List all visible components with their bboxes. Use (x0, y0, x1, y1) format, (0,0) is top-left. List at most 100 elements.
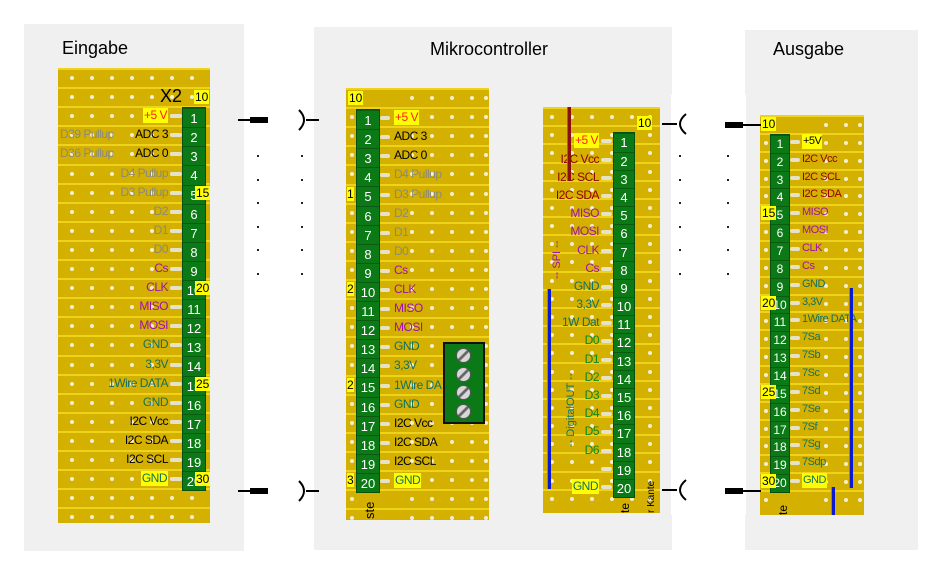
pin-lead (380, 173, 390, 178)
copper-strip (760, 222, 864, 241)
pin-number: 3 (183, 146, 205, 165)
solder-hole (70, 477, 74, 482)
strip-edge (543, 197, 660, 200)
solder-hole (550, 187, 554, 192)
solder-hole (110, 362, 114, 367)
row-marker: 15 (761, 206, 777, 221)
solder-hole (90, 381, 94, 386)
solder-hole (844, 176, 848, 181)
pin-lead (790, 443, 800, 448)
pin-number: 14 (771, 367, 789, 385)
copper-strip (543, 488, 660, 508)
solder-hole (484, 229, 488, 234)
solder-hole (858, 390, 862, 395)
row-marker: 1 (347, 186, 354, 201)
pin-number: 11 (183, 299, 205, 318)
solder-hole (350, 229, 354, 234)
pin-label: D0 (584, 333, 600, 348)
solder-hole (824, 265, 828, 270)
pullup-label: D39 Pullup (60, 127, 114, 142)
solder-hole (410, 191, 414, 196)
strip-edge (543, 143, 660, 146)
solder-hole (430, 344, 434, 349)
solder-hole (858, 283, 862, 288)
solder-hole (450, 115, 454, 120)
spi-group-label: -- SPI -- (551, 240, 563, 280)
pin-label: I2C Vcc (394, 415, 433, 430)
solder-hole (610, 424, 614, 429)
solder-hole (130, 419, 134, 424)
pin-lead (170, 267, 182, 271)
pin-label: Cs (802, 259, 815, 272)
solder-hole (110, 228, 114, 233)
pin-label: 7Sf (802, 420, 818, 433)
pin-label: D5 (584, 424, 600, 439)
solder-hole (648, 187, 652, 192)
strip-edge (760, 418, 864, 421)
solder-hole (550, 133, 554, 138)
solder-hole (130, 190, 134, 195)
solder-hole (610, 478, 614, 483)
solder-hole (350, 344, 354, 349)
solder-hole (70, 515, 74, 520)
pin-label: D2 (584, 369, 600, 384)
solder-hole (858, 265, 862, 270)
solder-hole (410, 134, 414, 139)
pin-label: D4 (584, 406, 600, 421)
guide-dot (257, 249, 259, 251)
solder-hole (430, 458, 434, 463)
strip-edge (346, 259, 489, 262)
solder-hole (470, 229, 474, 234)
pin-number: 3 (614, 169, 634, 188)
strip-edge (760, 275, 864, 278)
pin-number: 7 (614, 242, 634, 261)
pin-lead (601, 212, 612, 217)
solder-hole (648, 315, 652, 319)
copper-strip (760, 490, 864, 509)
solder-hole (190, 515, 194, 520)
pin-label: ADC 3 (394, 129, 427, 144)
strip-edge (346, 240, 489, 243)
solder-hole (570, 387, 574, 392)
solder-hole (470, 287, 474, 291)
guide-dot (727, 202, 729, 204)
solder-hole (470, 458, 474, 463)
solder-hole (350, 458, 354, 463)
row-marker: 25 (195, 376, 210, 391)
pin-lead (380, 211, 390, 216)
strip-edge (58, 354, 210, 357)
solder-hole (470, 248, 474, 253)
socket-connector-top-mcu-out (662, 113, 687, 135)
pin-number: 14 (614, 369, 634, 388)
solder-hole (570, 260, 574, 265)
strip-edge (346, 164, 489, 167)
pin-number: 16 (357, 396, 379, 416)
row-marker: 2 (347, 282, 354, 296)
strip-edge (760, 186, 864, 189)
pin-label: MOSI (570, 224, 599, 239)
pin-lead (790, 389, 800, 394)
copper-strip (346, 298, 489, 317)
solder-hole (170, 496, 174, 501)
pin-label: D1 (394, 224, 409, 239)
solder-hole (484, 420, 488, 425)
guide-dot (301, 272, 303, 275)
strip-edge (543, 361, 660, 364)
solder-hole (764, 355, 768, 360)
pin-label: MOSI (394, 320, 423, 335)
solder-hole (764, 176, 768, 181)
pin-number: 3 (357, 148, 379, 167)
solder-hole (590, 260, 594, 265)
pin-lead (601, 412, 612, 417)
pin-lead (790, 336, 800, 341)
solder-hole (110, 400, 114, 405)
solder-hole (550, 496, 554, 501)
pin-number: 18 (771, 438, 789, 456)
guide-dot (727, 249, 729, 251)
strip-edge (58, 450, 210, 452)
solder-hole (150, 438, 154, 443)
strip-edge (346, 88, 489, 90)
solder-hole (90, 515, 94, 520)
solder-hole (610, 169, 614, 174)
